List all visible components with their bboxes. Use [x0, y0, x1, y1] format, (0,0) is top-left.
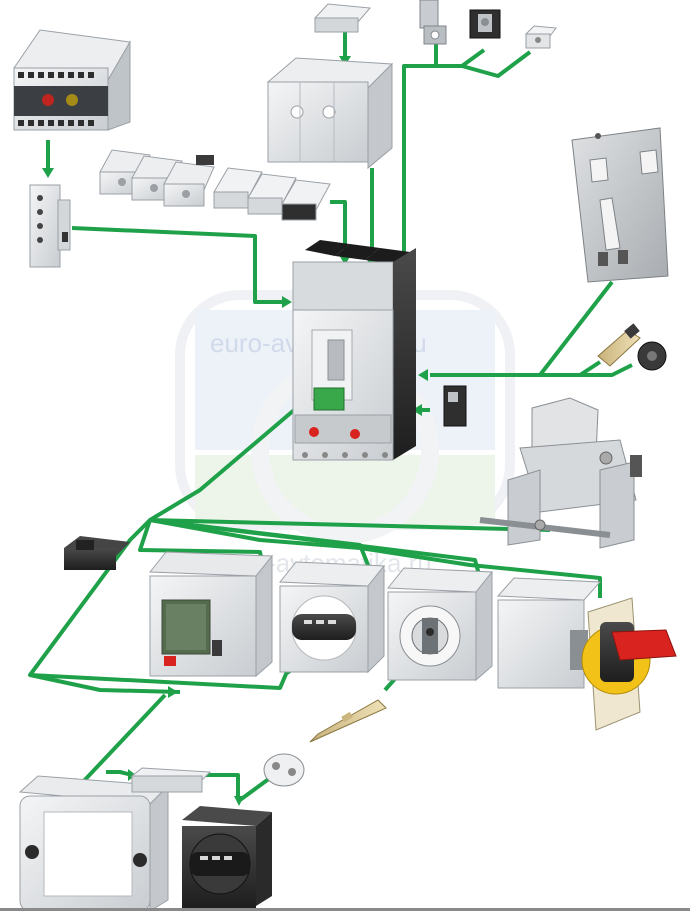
circuit-breaker	[292, 240, 416, 461]
shroud-clip	[313, 3, 372, 33]
motor-operator	[479, 397, 642, 549]
handle-adapter	[263, 753, 305, 787]
label-window	[130, 767, 212, 793]
bottom-border	[0, 908, 690, 911]
lug-2	[469, 9, 501, 39]
door-frame-cover	[18, 775, 170, 911]
lug-3	[524, 25, 557, 49]
side-rotary-handle	[386, 567, 494, 682]
long-extension-shaft	[309, 699, 387, 743]
lockout-device	[637, 341, 667, 371]
auxiliary-switch-module	[29, 184, 71, 268]
side-auxiliary-contact	[443, 385, 467, 427]
terminal-shroud	[266, 57, 394, 170]
shunt-trip-relay-module	[13, 29, 131, 131]
extension-shaft	[597, 323, 641, 367]
terminal-cover-blocks	[99, 149, 215, 207]
mounting-plate	[571, 127, 669, 283]
phase-barriers	[213, 167, 331, 221]
door-handle-assembly	[182, 806, 272, 908]
front-rotary-handle	[148, 551, 274, 678]
toggle-extension	[64, 536, 130, 570]
rotary-switch-red	[496, 577, 677, 731]
lug-1	[419, 0, 447, 45]
door-rotary-handle	[278, 561, 386, 674]
cable-lugs	[419, 0, 557, 49]
